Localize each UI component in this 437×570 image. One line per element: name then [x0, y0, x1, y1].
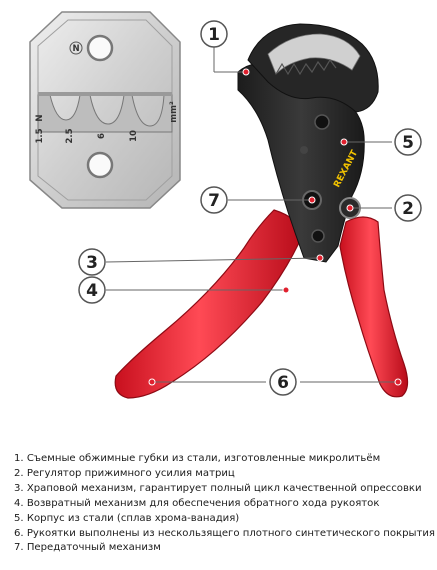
- callout-dots: [148, 68, 402, 386]
- legend-item-3: 3. Храповой механизм, гарантирует полный…: [14, 482, 422, 494]
- die-inner-frame: [37, 19, 173, 201]
- jaw-teeth: [275, 58, 337, 76]
- die-crimp-profile: [37, 94, 173, 133]
- die-plate: [29, 11, 181, 209]
- die-unit: mm²: [169, 101, 179, 123]
- svg-text:3: 3: [86, 253, 98, 273]
- rivet-mid: [300, 146, 308, 154]
- callout-dot-6b: [394, 378, 402, 386]
- callout-2: 2: [394, 194, 422, 222]
- callout-4: 4: [78, 276, 106, 304]
- svg-text:4: 4: [86, 281, 98, 301]
- callout-dot-3: [316, 254, 324, 262]
- die-symbol-circle: [69, 41, 83, 55]
- parts-legend: 1. Съемные обжимные губки из стали, изго…: [14, 452, 435, 556]
- die-mount-hole-bottom: [86, 151, 114, 179]
- legend-item-6: 6. Рукоятки выполнены из нескользящего п…: [14, 527, 435, 539]
- svg-text:1: 1: [208, 25, 220, 45]
- die-size-1: 1.5: [35, 128, 45, 143]
- callout-dot-7: [308, 196, 316, 204]
- legend-item-7: 7. Передаточный механизм: [14, 542, 161, 554]
- die-symbol: N: [72, 44, 79, 54]
- callout-dot-4: [282, 286, 290, 294]
- svg-text:7: 7: [208, 191, 220, 211]
- callout-dot-6a: [148, 378, 156, 386]
- callout-3: 3: [78, 248, 106, 276]
- crimper-diagram: N N 1.5 2.5 6 10 mm² REXANT: [29, 11, 422, 399]
- crimper-tool: REXANT: [114, 23, 409, 399]
- die-size-3: 6: [97, 133, 107, 139]
- die-size-4: 10: [129, 130, 139, 142]
- svg-text:5: 5: [402, 133, 414, 153]
- rivet-top: [314, 114, 330, 130]
- callout-dot-1: [242, 68, 250, 76]
- legend-item-5: 5. Корпус из стали (сплав хрома-ванадия): [14, 512, 240, 524]
- left-handle: [114, 209, 303, 399]
- legend-item-2: 2. Регулятор прижимного усилия матриц: [14, 467, 235, 479]
- crimp-die: N N 1.5 2.5 6 10 mm²: [29, 11, 181, 209]
- callout-badges: 1 2 3 4 5 6 7: [78, 20, 422, 396]
- jaw-die-insert: [267, 33, 361, 75]
- callout-dot-2: [346, 204, 354, 212]
- right-handle: [339, 216, 409, 398]
- svg-text:6: 6: [277, 373, 289, 393]
- callout-5: 5: [394, 128, 422, 156]
- callout-7: 7: [200, 186, 228, 214]
- die-symbol-side: N: [35, 114, 45, 121]
- callout-dot-5: [340, 138, 348, 146]
- callout-1: 1: [200, 20, 228, 48]
- callout-line-3: [105, 257, 321, 263]
- legend-item-4: 4. Возвратный механизм для обеспечения о…: [14, 497, 380, 509]
- die-profile-edge: [38, 92, 172, 96]
- die-mount-hole-top: [86, 34, 114, 62]
- callout-lines: [105, 46, 398, 383]
- legend-item-1: 1. Съемные обжимные губки из стали, изго…: [14, 453, 381, 464]
- callout-6: 6: [269, 368, 297, 396]
- die-size-2: 2.5: [65, 128, 75, 143]
- svg-text:2: 2: [402, 199, 414, 219]
- rivet-lower: [311, 229, 325, 243]
